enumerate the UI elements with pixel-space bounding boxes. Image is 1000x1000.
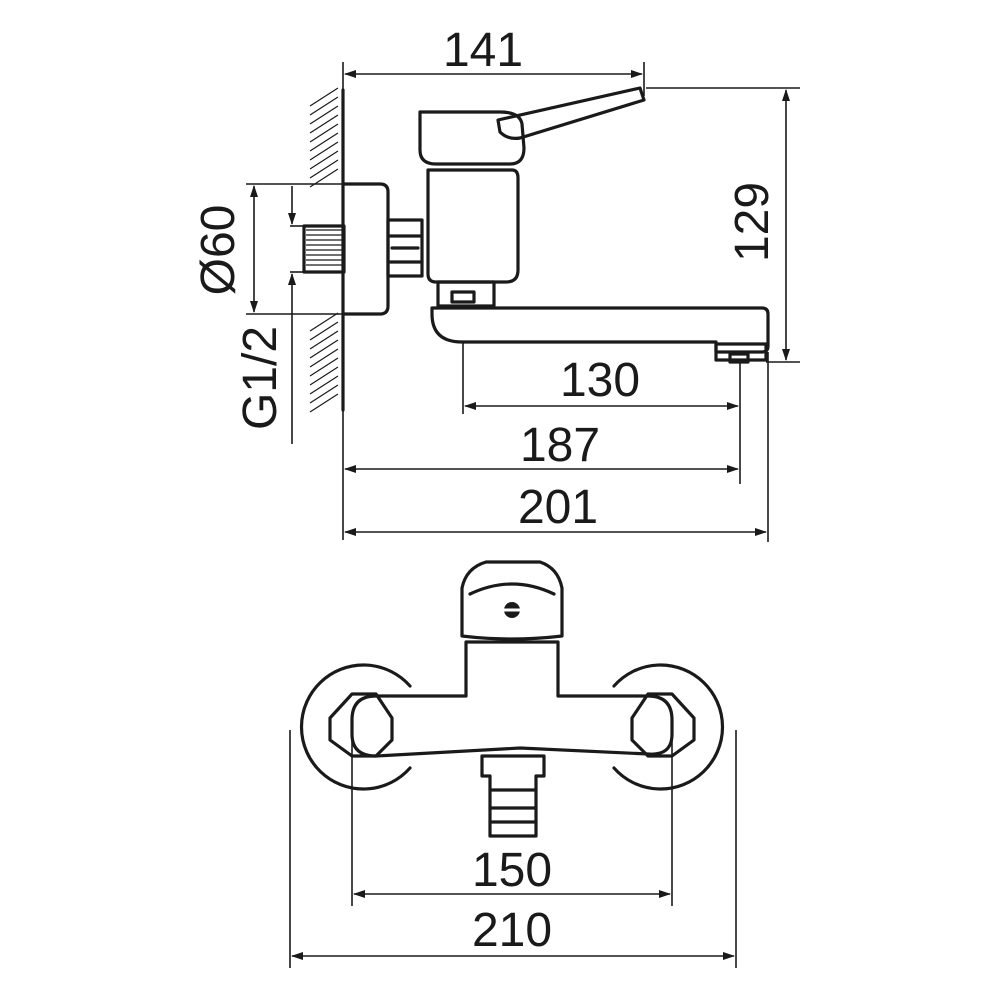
cartridge-cap bbox=[418, 110, 526, 166]
hatch-line bbox=[309, 141, 339, 161]
hatch-line bbox=[309, 87, 339, 107]
aerator bbox=[714, 342, 768, 362]
front-body bbox=[350, 640, 674, 758]
dim-label-130: 130 bbox=[560, 354, 640, 407]
spout-base-slot bbox=[450, 290, 476, 304]
front-cap-top bbox=[468, 582, 556, 596]
dim-label-141: 141 bbox=[443, 24, 523, 77]
lever-handle bbox=[496, 86, 646, 140]
wall-hatching bbox=[309, 87, 339, 413]
dim-label-201: 201 bbox=[518, 481, 598, 534]
dim-label-150: 150 bbox=[472, 844, 552, 897]
hatch-line bbox=[309, 384, 339, 404]
hatch-line bbox=[309, 330, 339, 350]
dim-label-diameter: Ø60 bbox=[192, 205, 245, 296]
dim-label-thread: G1/2 bbox=[234, 326, 287, 430]
right-rosette bbox=[612, 663, 725, 791]
hatch-line bbox=[309, 393, 339, 413]
aerator-insert bbox=[728, 352, 750, 364]
hatch-line bbox=[309, 312, 339, 332]
hatch-line bbox=[309, 150, 339, 170]
left-rosette bbox=[299, 663, 412, 791]
left-rosette-inner bbox=[328, 692, 394, 758]
hex-nut bbox=[386, 218, 424, 278]
hatch-line bbox=[309, 339, 339, 359]
thread-pipe bbox=[302, 224, 346, 274]
hatch-line bbox=[309, 348, 339, 368]
dim-label-187: 187 bbox=[520, 419, 600, 472]
hatch-line bbox=[309, 123, 339, 143]
hatch-line bbox=[309, 114, 339, 134]
side-view: 141 129 Ø60 G1/2 130 187 201 bbox=[192, 24, 800, 542]
hatch-line bbox=[309, 159, 339, 179]
hatch-line bbox=[309, 375, 339, 395]
spout-base bbox=[436, 280, 496, 308]
hatch-line bbox=[309, 132, 339, 152]
front-spout bbox=[480, 754, 546, 838]
front-view: 150 210 bbox=[289, 560, 737, 968]
hatch-line bbox=[309, 96, 339, 116]
index-screw-icon bbox=[504, 602, 520, 618]
front-cartridge-cap bbox=[460, 560, 564, 641]
dim-label-129: 129 bbox=[726, 182, 779, 262]
dim-label-210: 210 bbox=[472, 904, 552, 957]
wall-flange bbox=[341, 182, 390, 316]
hatch-line bbox=[309, 357, 339, 377]
hatch-line bbox=[309, 366, 339, 386]
mixer-body bbox=[426, 168, 520, 284]
hatch-line bbox=[309, 105, 339, 125]
hatch-line bbox=[309, 321, 339, 341]
right-rosette-inner bbox=[630, 692, 696, 758]
